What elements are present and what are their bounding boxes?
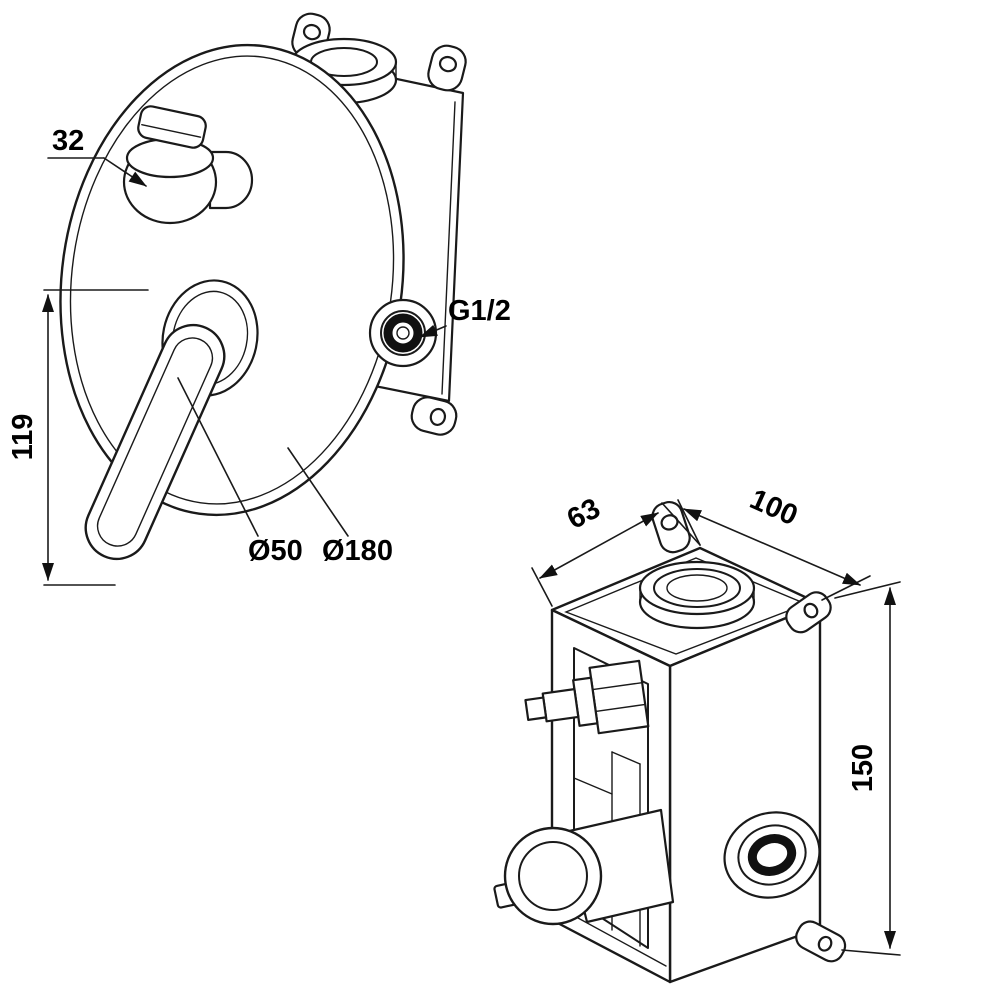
- dim-label-hole-diameter: Ø50: [248, 535, 303, 567]
- leader-line-32: [103, 157, 147, 187]
- dim-label-knob-size: 32: [52, 125, 84, 157]
- cartridge-cylinder: [493, 808, 675, 926]
- inlet-port-g12: [368, 298, 438, 368]
- lever-handle: [84, 279, 259, 561]
- spindle-tip: [524, 696, 548, 721]
- inner-shelf-line: [573, 777, 613, 795]
- inner-column-line-2: [611, 751, 641, 765]
- ear-hole: [429, 407, 447, 427]
- iso-top-port: [638, 560, 756, 630]
- front-annotations: 32 119 Ø50 Ø180 G1/2: [7, 125, 511, 586]
- leader-line-g12: [419, 324, 447, 338]
- dim-label-box-height: 150: [847, 744, 879, 792]
- dim-label-inlet-thread: G1/2: [448, 295, 511, 327]
- leader-line-d50: [177, 377, 259, 537]
- knob-housing: [208, 150, 254, 210]
- knob-tab: [137, 105, 207, 149]
- iso-view: 63 100 150: [493, 483, 901, 984]
- iso-ear-top-center: [651, 501, 691, 554]
- iso-side-port: [723, 811, 821, 899]
- ext-line-150-top: [834, 581, 901, 599]
- dim-label-handle-height: 119: [7, 414, 39, 461]
- handle-lever: [84, 323, 226, 561]
- dim-label-plate-diameter: Ø180: [322, 535, 393, 567]
- diverter-knob: [122, 105, 254, 225]
- mounting-ear-top-right: [427, 44, 467, 92]
- ext-line-63-left: [531, 567, 553, 607]
- dim-line-63: [539, 512, 659, 579]
- ear-hole: [302, 23, 322, 41]
- dim-label-box-depth: 63: [562, 492, 606, 535]
- dim-line-100: [683, 508, 861, 586]
- dim-label-box-width: 100: [745, 483, 802, 532]
- iso-ear-top-right: [785, 591, 832, 634]
- ear-hole: [803, 602, 819, 619]
- ext-line-150-bottom: [841, 949, 901, 956]
- mounting-ear-bottom: [410, 396, 458, 436]
- cylinder-cap-inner: [518, 841, 588, 911]
- diverter-spindle: [524, 659, 650, 735]
- leader-line-d180: [287, 447, 349, 537]
- front-view: 32 119 Ø50 Ø180 G1/2: [7, 12, 511, 586]
- ext-line-100-right: [821, 575, 871, 601]
- iso-ear-bottom-right: [795, 920, 847, 963]
- box-right-face: [668, 602, 822, 984]
- spindle-hex-nut: [588, 659, 650, 735]
- box-wall-line: [441, 101, 456, 395]
- ear-hole: [817, 935, 833, 952]
- ear-hole: [438, 55, 458, 73]
- spindle-shaft: [541, 688, 580, 723]
